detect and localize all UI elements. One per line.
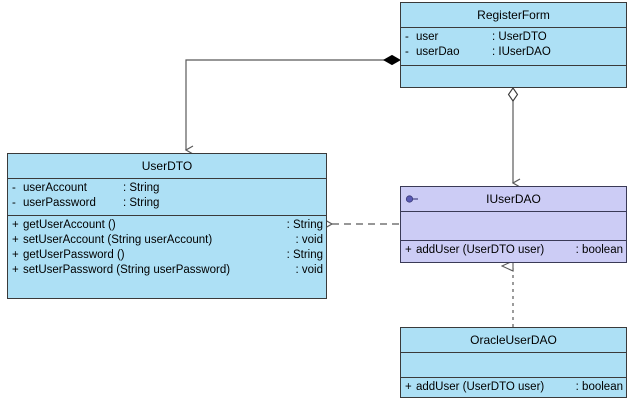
visibility-marker: +	[405, 244, 412, 256]
attribute-type: : UserDTO	[492, 31, 547, 43]
visibility-marker: +	[12, 249, 19, 261]
attribute-row: - userDao : IUserDAO	[401, 45, 626, 60]
visibility-marker: +	[405, 381, 412, 393]
operation-return-type: : boolean	[575, 244, 623, 256]
class-box-user-dto[interactable]: UserDTO - userAccount : String - userPas…	[7, 153, 327, 299]
operation-return-type: : boolean	[575, 381, 623, 393]
operation-return-type: : String	[286, 219, 323, 231]
attribute-type: : String	[123, 197, 160, 209]
visibility-marker: +	[12, 264, 19, 276]
relationship-aggregation-registerform-iuserdao	[507, 87, 521, 188]
relationship-composition-registerform-userdto	[184, 54, 402, 155]
visibility-marker: -	[405, 46, 409, 58]
operation-signature: getUserAccount ()	[23, 219, 116, 231]
operation-return-type: : void	[295, 264, 324, 276]
class-box-iuser-dao[interactable]: IUserDAO + addUser (UserDTO user) : bool…	[400, 186, 627, 263]
class-box-register-form[interactable]: RegisterForm - user : UserDTO - userDao …	[400, 2, 627, 88]
attribute-name: userDao	[416, 46, 460, 58]
class-name-label: IUserDAO	[486, 192, 541, 206]
operation-row: + getUserAccount () : String	[8, 218, 326, 233]
operation-row: + setUserPassword (String userPassword) …	[8, 263, 326, 278]
attribute-type: : String	[123, 182, 160, 194]
attribute-row: - user : UserDTO	[401, 30, 626, 45]
operation-row: + addUser (UserDTO user) : boolean	[401, 243, 626, 258]
class-name-oracle-user-dao: OracleUserDAO	[401, 328, 626, 353]
operation-signature: getUserPassword ()	[23, 249, 125, 261]
class-box-oracle-user-dao[interactable]: OracleUserDAO + addUser (UserDTO user) :…	[400, 327, 627, 398]
visibility-marker: +	[12, 234, 19, 246]
attributes-section-register-form: - user : UserDTO - userDao : IUserDAO	[401, 28, 626, 66]
attributes-section-oracle-user-dao	[401, 353, 626, 378]
aggregation-diamond	[507, 87, 519, 102]
class-name-iuser-dao: IUserDAO	[401, 187, 626, 212]
operation-row: + setUserAccount (String userAccount) : …	[8, 233, 326, 248]
visibility-marker: -	[12, 197, 16, 209]
operation-signature: setUserPassword (String userPassword)	[23, 264, 231, 276]
operation-signature: addUser (UserDTO user)	[416, 244, 545, 256]
operations-section-iuser-dao: + addUser (UserDTO user) : boolean	[401, 241, 626, 263]
attribute-type: : IUserDAO	[492, 46, 551, 58]
operation-row: + addUser (UserDTO user) : boolean	[401, 380, 626, 395]
operation-return-type: : void	[295, 234, 324, 246]
operation-signature: addUser (UserDTO user)	[416, 381, 545, 393]
composition-diamond	[382, 54, 402, 66]
class-name-user-dto: UserDTO	[8, 154, 326, 179]
visibility-marker: -	[405, 31, 409, 43]
attribute-name: userAccount	[23, 182, 87, 194]
operations-section-user-dto: + getUserAccount () : String + setUserAc…	[8, 216, 326, 278]
attribute-row: - userPassword : String	[8, 196, 326, 211]
operation-row: + getUserPassword () : String	[8, 248, 326, 263]
attribute-name: user	[416, 31, 439, 43]
operation-signature: setUserAccount (String userAccount)	[23, 234, 213, 246]
operation-return-type: : String	[286, 249, 323, 261]
visibility-marker: -	[12, 182, 16, 194]
class-name-register-form: RegisterForm	[401, 3, 626, 28]
visibility-marker: +	[12, 219, 19, 231]
attributes-section-iuser-dao	[401, 212, 626, 241]
attributes-section-user-dto: - userAccount : String - userPassword : …	[8, 179, 326, 216]
interface-socket-icon	[405, 195, 418, 203]
operations-section-oracle-user-dao: + addUser (UserDTO user) : boolean	[401, 378, 626, 399]
attribute-row: - userAccount : String	[8, 181, 326, 196]
operations-section-register-form	[401, 66, 626, 89]
attribute-name: userPassword	[23, 197, 96, 209]
